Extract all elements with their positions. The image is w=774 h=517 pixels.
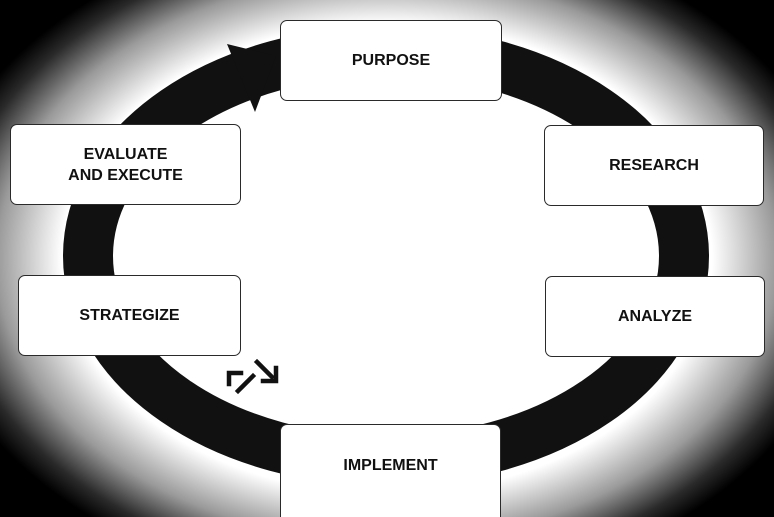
- step-implement: IMPLEMENT: [280, 424, 501, 517]
- swap-arrows-icon: [226, 358, 279, 395]
- step-evaluate-and-execute: EVALUATE AND EXECUTE: [10, 124, 241, 205]
- curved-arrow-icon: [227, 44, 276, 112]
- step-purpose: PURPOSE: [280, 20, 502, 101]
- step-strategize: STRATEGIZE: [18, 275, 241, 356]
- cycle-ring: [63, 26, 709, 486]
- step-research: RESEARCH: [544, 125, 764, 206]
- step-analyze: ANALYZE: [545, 276, 765, 357]
